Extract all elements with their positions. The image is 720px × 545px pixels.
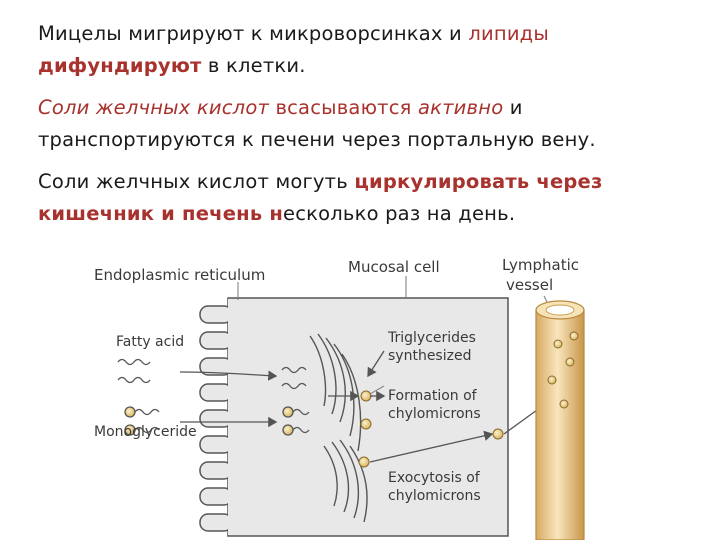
absorption-arrows (179, 350, 385, 428)
paragraph-bile-salts: Соли желчных кислот всасываются активно … (38, 92, 698, 156)
label-mucosal-cell: Mucosal cell (348, 258, 440, 276)
p1-text-a: Мицелы мигрируют к микроворсинках и (38, 22, 469, 45)
label-fatty-acid: Fatty acid (116, 334, 184, 350)
label-exocytosis-of: Exocytosis of (388, 470, 481, 486)
diagram-svg: Endoplasmic reticulum Mucosal cell Lymph… (94, 256, 585, 541)
paragraph-micelles: Мицелы мигрируют к микроворсинках и липи… (38, 18, 698, 82)
label-formation-of: Formation of (388, 388, 478, 404)
p1-highlight-diffuse: дифундируют (38, 54, 202, 77)
diagram-labels: Endoplasmic reticulum Mucosal cell Lymph… (94, 256, 579, 504)
p1-text-b: в клетки. (201, 54, 306, 77)
label-monoglyceride: Monoglyceride (94, 424, 197, 440)
fatty-acid-chains (117, 358, 307, 390)
p2-highlight-actively: активно (418, 96, 504, 119)
p3-text-b: есколько раз на день. (283, 202, 516, 225)
label-endoplasmic-reticulum: Endoplasmic reticulum (94, 266, 265, 284)
paragraph-circulation: Соли желчных кислот могуть циркулировать… (38, 166, 698, 230)
label-chylomicrons-2: chylomicrons (388, 488, 481, 504)
microvilli (199, 305, 233, 532)
label-triglycerides: Triglycerides (387, 330, 476, 346)
chylomicrons (358, 390, 504, 468)
label-lymphatic: Lymphatic (502, 256, 579, 274)
monoglyceride-molecules (124, 406, 310, 436)
label-chylomicrons-1: chylomicrons (388, 406, 481, 422)
p3-text-a: Соли желчных кислот могуть (38, 170, 355, 193)
p2-text: и транспортируются к печени через портал… (38, 96, 596, 151)
p1-highlight-lipids: липиды (468, 22, 549, 45)
p3-highlight-circulate: циркулировать через кишечник и печень н (38, 170, 603, 225)
p2-highlight-bile-salts: Соли желчных кислот (38, 96, 270, 119)
label-synthesized: synthesized (388, 348, 471, 364)
label-vessel: vessel (506, 276, 553, 294)
p2-highlight-absorbed: всасываются (269, 96, 418, 119)
lymphatic-vessel (535, 300, 585, 541)
mucosal-cell (199, 297, 509, 537)
chylomicron-diagram: Endoplasmic reticulum Mucosal cell Lymph… (88, 246, 600, 541)
